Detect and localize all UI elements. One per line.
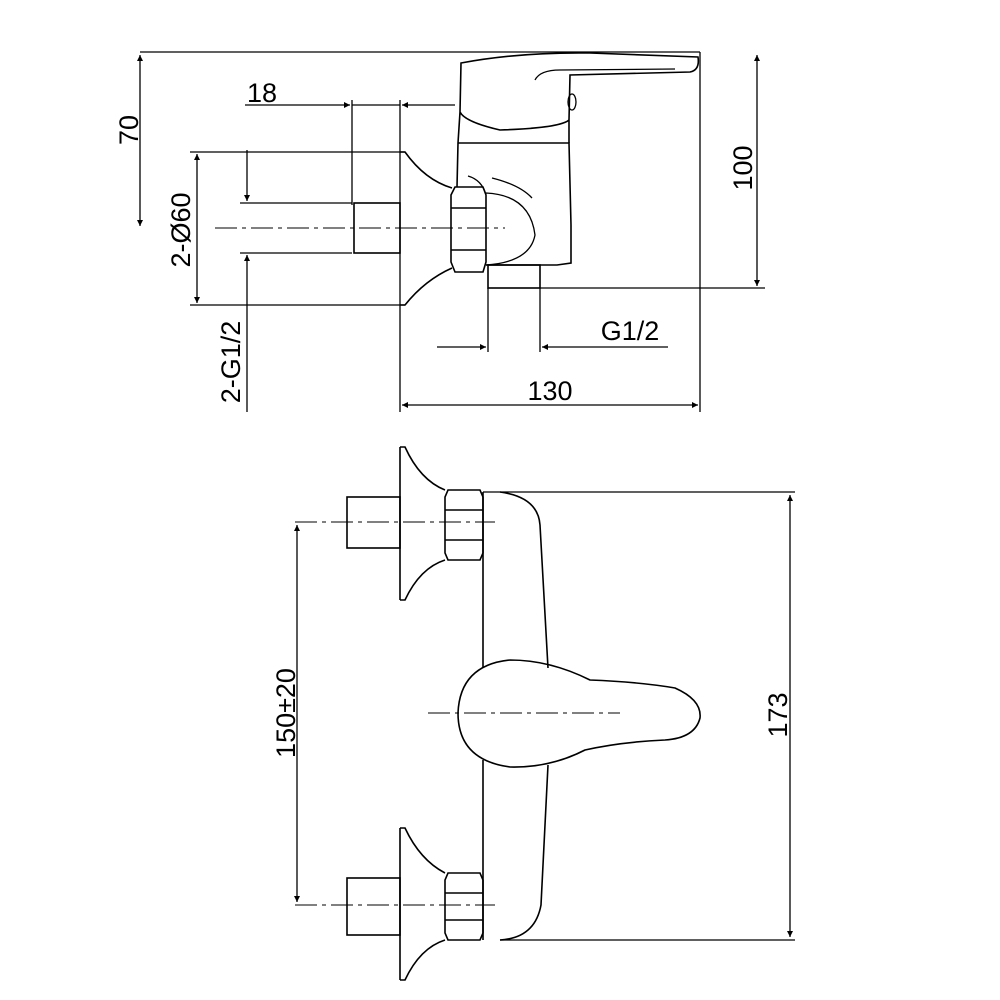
dim-label-150: 150±20	[271, 668, 301, 758]
dim-label-dia60: 2-Ø60	[166, 192, 196, 267]
handle-detail	[534, 68, 676, 81]
upper-escutcheon	[399, 446, 446, 601]
lower-inlet-pipe	[346, 877, 401, 936]
dim-label-18: 18	[247, 78, 277, 108]
upper-inlet-pipe	[346, 496, 401, 549]
handle-side	[457, 52, 700, 144]
body-right-edge	[499, 491, 549, 941]
inlet-pipe-side	[353, 202, 401, 254]
handle-front	[457, 659, 701, 768]
body-detail-side	[467, 175, 536, 266]
handle-screw	[567, 93, 577, 111]
dim-label-g12-outlet: G1/2	[601, 316, 660, 346]
hex-nut-side	[450, 186, 487, 273]
lower-hex-nut	[444, 872, 484, 941]
upper-hex-nut	[444, 489, 484, 561]
lower-escutcheon	[399, 827, 446, 981]
dim-label-100: 100	[728, 145, 758, 190]
front-view: 150±20 173	[271, 446, 795, 981]
dim-label-70: 70	[114, 115, 144, 145]
body-side	[456, 142, 572, 266]
outlet-side	[487, 264, 541, 289]
dim-label-130: 130	[527, 376, 572, 406]
dim-label-173: 173	[763, 692, 793, 737]
side-view: 18 70 2-Ø60 2-G1/2 100 G1/2 130	[114, 51, 765, 412]
dim-label-g12-inlets: 2-G1/2	[216, 321, 246, 404]
escutcheon-side	[400, 151, 453, 306]
